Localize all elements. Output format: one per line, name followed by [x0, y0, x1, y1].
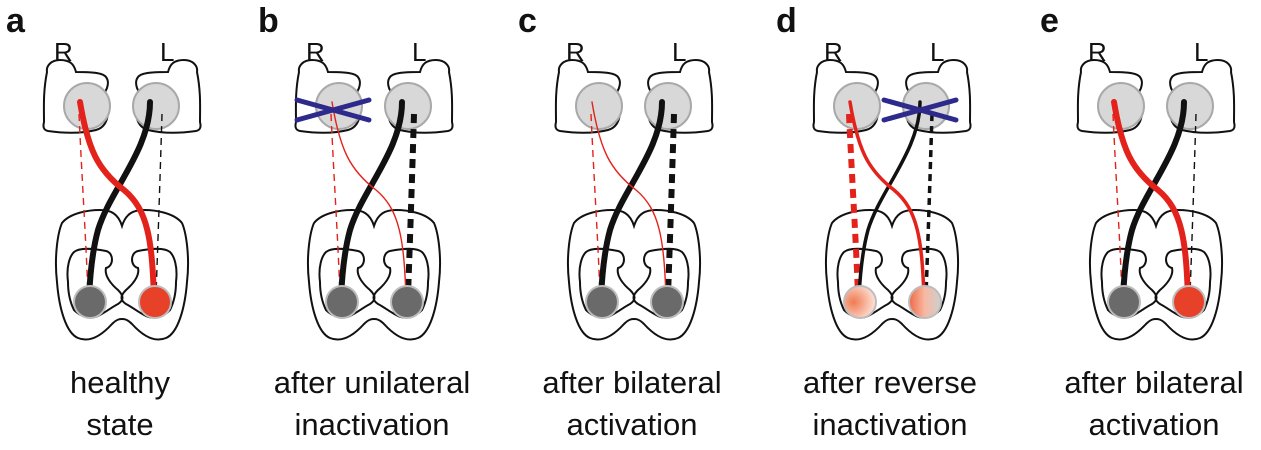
tract-left-crossed [859, 102, 920, 298]
motor-neuron-left-icon [651, 286, 683, 318]
tract-left-uncrossed [408, 114, 414, 295]
tract-left-crossed [89, 102, 150, 298]
motor-cortex-left [645, 83, 691, 129]
motor-cortex-left [133, 83, 179, 129]
tract-right-uncrossed [331, 114, 340, 295]
caption-line: after bilateral [1034, 362, 1261, 404]
spinal-cord-outline [56, 210, 188, 340]
caption-line: after reverse [770, 362, 1010, 404]
tract-left-crossed [1123, 102, 1184, 298]
tract-left-crossed [601, 102, 662, 298]
tract-left-uncrossed [926, 114, 932, 295]
caption-line: activation [512, 404, 752, 446]
motor-cortex-right [834, 83, 880, 129]
pathway-diagram [1034, 0, 1261, 360]
caption-line: inactivation [252, 404, 492, 446]
spinal-cord-outline [308, 210, 440, 340]
tract-left-crossed [341, 102, 402, 298]
motor-neuron-left-icon [391, 286, 423, 318]
motor-cortex-left [385, 83, 431, 129]
pathway-diagram [252, 0, 492, 360]
motor-neuron-left-icon [1173, 286, 1205, 318]
tract-right-uncrossed [591, 114, 600, 295]
motor-cortex-left [1167, 83, 1213, 129]
tract-left-uncrossed [1190, 114, 1196, 295]
motor-cortex-right [576, 83, 622, 129]
caption-line: healthy [0, 362, 240, 404]
pathway-diagram [0, 0, 240, 360]
motor-neuron-right-icon [74, 286, 106, 318]
caption-line: state [0, 404, 240, 446]
tract-right-uncrossed [849, 114, 858, 295]
pathway-diagram [770, 0, 1010, 360]
motor-cortex-right [64, 83, 110, 129]
motor-neuron-right-icon [586, 286, 618, 318]
motor-neuron-right-icon [844, 286, 876, 318]
pathway-diagram [512, 0, 752, 360]
motor-neuron-left-icon [909, 286, 941, 318]
spinal-cord-outline [1090, 210, 1222, 340]
motor-neuron-right-icon [1108, 286, 1140, 318]
spinal-cord-outline [826, 210, 958, 340]
caption-line: inactivation [770, 404, 1010, 446]
spinal-cord-outline [568, 210, 700, 340]
motor-neuron-right-icon [326, 286, 358, 318]
motor-cortex-right [1098, 83, 1144, 129]
tract-left-uncrossed [668, 114, 674, 295]
caption-line: activation [1034, 404, 1261, 446]
tract-left-uncrossed [156, 114, 162, 295]
caption-line: after unilateral [252, 362, 492, 404]
caption-line: after bilateral [512, 362, 752, 404]
motor-neuron-left-icon [139, 286, 171, 318]
